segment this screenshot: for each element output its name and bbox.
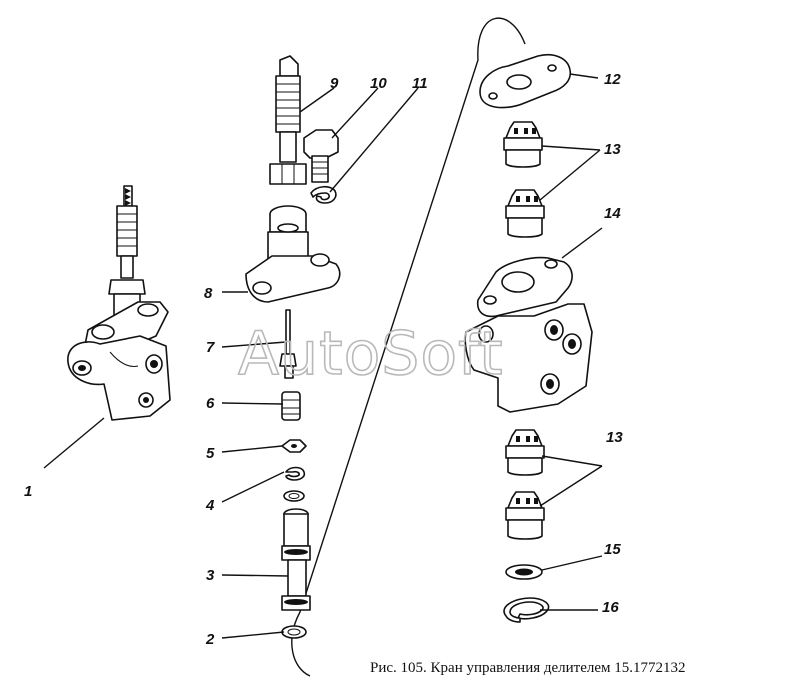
part-3-plunger <box>281 508 311 611</box>
part-13-valve-lower-1 <box>505 429 545 476</box>
figure-caption: Рис. 105. Кран управления делителем 15.1… <box>370 660 686 676</box>
leader-lines <box>43 73 603 639</box>
callout-5: 5 <box>206 445 215 462</box>
callout-8: 8 <box>204 285 213 302</box>
callout-16: 16 <box>602 599 619 616</box>
watermark-text: AutoSoft <box>238 319 504 389</box>
callout-1: 1 <box>24 483 32 500</box>
callout-9: 9 <box>330 75 339 92</box>
part-13-valve-upper-1 <box>503 121 543 168</box>
callout-11: 11 <box>412 75 428 92</box>
part-4-ring <box>283 466 306 502</box>
part-10-hex-bolt <box>303 129 339 183</box>
part-12-gasket <box>479 54 572 109</box>
callout-7: 7 <box>206 339 215 356</box>
callout-10: 10 <box>370 75 387 92</box>
callout-2: 2 <box>205 631 215 648</box>
part-14-valve-body <box>464 256 593 413</box>
callout-12: 12 <box>604 71 621 88</box>
callout-labels: 1 2 3 4 5 6 7 8 9 10 11 12 13 13 14 15 1… <box>24 71 623 648</box>
part-11-spring-ring <box>310 185 337 204</box>
part-7-pin <box>279 309 297 379</box>
callout-4: 4 <box>205 497 215 514</box>
part-13-valve-upper-2 <box>505 189 545 238</box>
part-9-bolt <box>269 55 307 185</box>
separator-curve <box>291 17 526 677</box>
callout-13-lower: 13 <box>606 429 623 446</box>
part-6-sleeve <box>281 391 301 421</box>
callout-14: 14 <box>604 205 621 222</box>
part-1-valve-assembly <box>67 185 171 421</box>
callout-15: 15 <box>604 541 621 558</box>
part-8-cover <box>245 205 341 303</box>
callout-13-upper: 13 <box>604 141 621 158</box>
part-13-valve-lower-2 <box>505 491 545 540</box>
part-5-nut <box>281 439 307 453</box>
part-2-washer <box>281 625 307 639</box>
callout-6: 6 <box>206 395 215 412</box>
callout-3: 3 <box>206 567 215 584</box>
part-15-washer <box>505 564 543 580</box>
